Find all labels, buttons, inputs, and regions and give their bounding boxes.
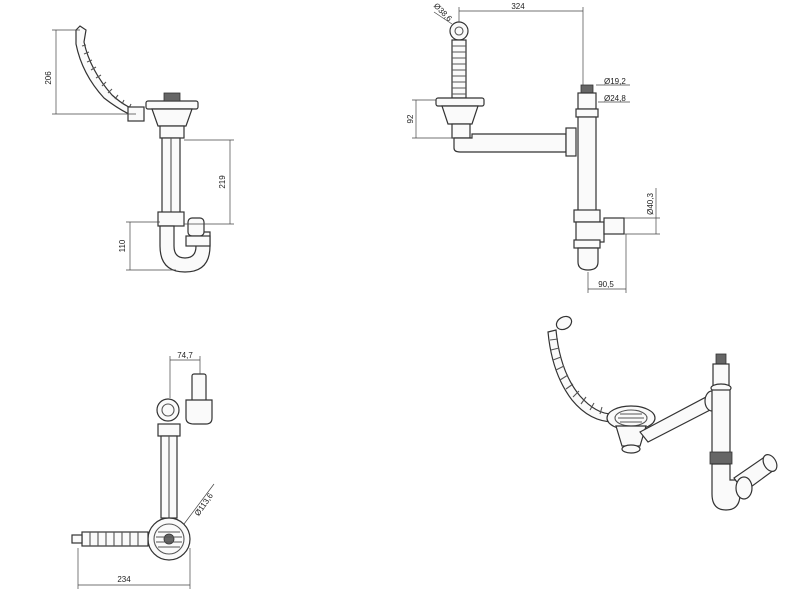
standpipe <box>711 389 731 457</box>
dim-leader <box>433 11 453 25</box>
overflow-elbow <box>185 399 213 425</box>
dim-length-label: 234 <box>117 575 131 584</box>
basket-nut <box>159 125 185 139</box>
trap-cap <box>735 476 753 500</box>
side-view: 324 Ø38,6 Ø19,2 Ø24,8 92 Ø40,3 90,5 <box>406 1 660 293</box>
overflow-head <box>577 92 597 110</box>
overflow-pipe <box>453 133 567 153</box>
overflow-head <box>712 363 730 387</box>
overflow-nut <box>575 108 599 118</box>
trap-nut-lower <box>573 239 601 249</box>
hose-ribs <box>452 45 466 95</box>
basket-body <box>615 425 647 447</box>
dim-trap-height-label: 110 <box>118 239 127 252</box>
flexible-hose <box>451 39 467 99</box>
dim-pipe-length-label: 219 <box>218 175 227 189</box>
dim-leader <box>183 483 215 525</box>
standpipe-nut <box>709 451 733 465</box>
hose-ribs <box>549 338 603 415</box>
hose-ribs <box>81 44 132 109</box>
top-view: 74,7 Ø113,6 234 <box>71 351 215 589</box>
basket-nut <box>451 123 471 139</box>
overflow-nipple <box>580 84 594 94</box>
trap-cap-ring <box>161 403 175 417</box>
trap-outlet-nut <box>185 235 211 247</box>
dim-outlet-diameter-label: Ø40,3 <box>646 193 655 215</box>
basket-body <box>441 105 479 125</box>
dim-hose-height-label: 206 <box>44 71 53 85</box>
basket-body <box>151 108 193 127</box>
hose-end-cap <box>449 21 469 41</box>
trap-outlet <box>187 217 205 237</box>
basket-knob <box>163 92 181 102</box>
iso-view <box>547 315 778 511</box>
overflow-nipple <box>715 353 727 365</box>
dim-overflow-outer-label: Ø24,8 <box>604 94 626 103</box>
trap-outlet-end <box>762 454 778 472</box>
trap-body <box>575 221 605 243</box>
dim-horizontal-label: 324 <box>511 2 525 11</box>
standpipe-nut <box>573 209 601 223</box>
trap-bottom-cap <box>577 247 599 271</box>
overflow-connector <box>565 127 577 157</box>
hose-end-cap <box>555 315 573 331</box>
hose-end-cap <box>71 534 83 544</box>
hose-ribs <box>89 532 139 546</box>
dim-offset-label: 74,7 <box>177 351 193 360</box>
dim-overflow-inner-label: Ø19,2 <box>604 77 626 86</box>
basket-inner-ring <box>153 523 185 555</box>
dim-basket-diameter-label: Ø113,6 <box>193 491 215 518</box>
basket-grid <box>156 531 182 548</box>
basket-flange <box>435 97 485 107</box>
outlet-nut <box>157 423 181 437</box>
flexible-hose <box>547 329 615 423</box>
trap-nut <box>157 211 185 227</box>
trap-outlet-pipe <box>603 217 625 235</box>
basket-nut <box>621 444 641 454</box>
hose-end-ring <box>454 26 464 36</box>
standpipe <box>577 116 597 214</box>
flexible-hose <box>75 25 139 119</box>
basket-flange <box>145 100 199 110</box>
dim-basket-height-label: 92 <box>406 114 415 123</box>
trap-cap <box>156 398 180 422</box>
dim-outlet-offset-label: 90,5 <box>598 280 614 289</box>
basket-grid <box>618 413 644 423</box>
front-view: 206 219 110 <box>44 25 234 273</box>
